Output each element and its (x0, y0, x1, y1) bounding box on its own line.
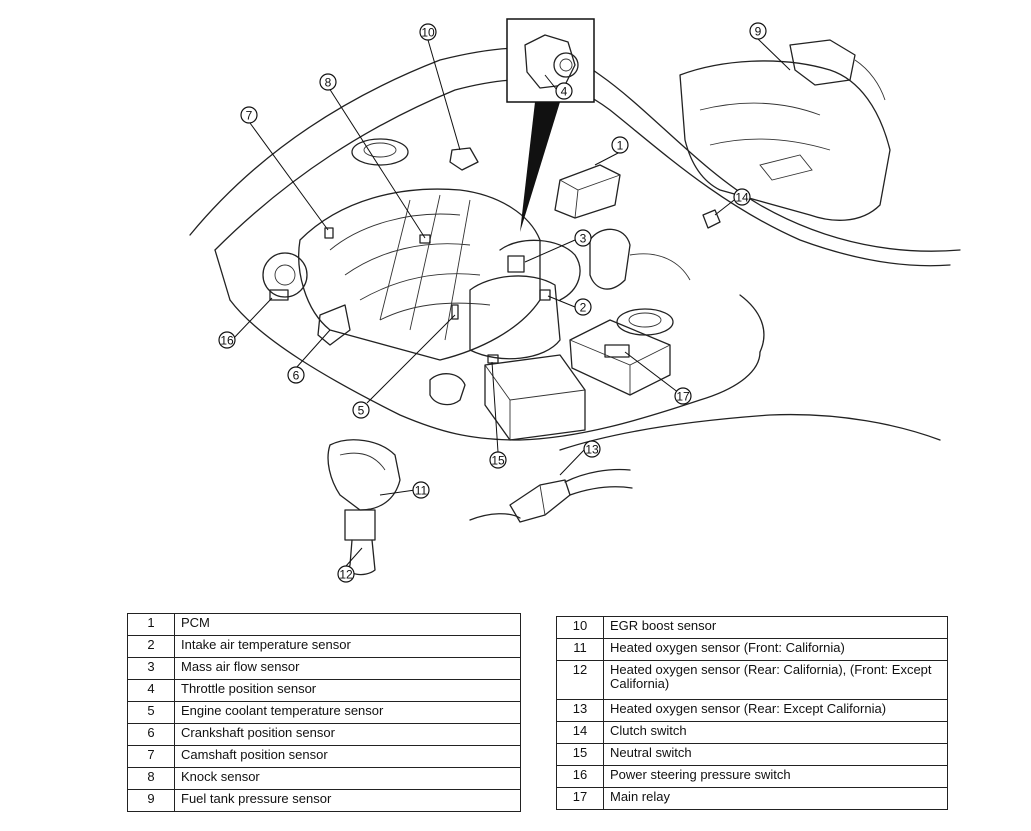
callout-6: 6 (287, 366, 305, 384)
legend-number: 13 (556, 699, 604, 722)
legend-number: 15 (556, 743, 604, 766)
legend-label: Clutch switch (603, 721, 948, 744)
callout-12: 12 (337, 565, 355, 583)
callout-10: 10 (419, 23, 437, 41)
legend-label: Knock sensor (174, 767, 521, 790)
legend-label: Intake air temperature sensor (174, 635, 521, 658)
legend-label: Heated oxygen sensor (Rear: Except Calif… (603, 699, 948, 722)
engine-bay-drawing (189, 47, 961, 451)
callout-16: 16 (218, 331, 236, 349)
svg-text:9: 9 (755, 25, 762, 39)
throttle-body-inset (506, 18, 595, 232)
svg-text:2: 2 (580, 301, 587, 315)
svg-text:5: 5 (358, 404, 365, 418)
legend-number: 7 (127, 745, 175, 768)
legend-label: Mass air flow sensor (174, 657, 521, 680)
svg-text:1: 1 (617, 139, 624, 153)
leader-lines (231, 38, 791, 567)
legend-label: Power steering pressure switch (603, 765, 948, 788)
callout-9: 9 (749, 22, 767, 40)
legend-label: Engine coolant temperature sensor (174, 701, 521, 724)
callout-11: 11 (412, 481, 430, 499)
front-catalyst-drawing (327, 439, 401, 576)
svg-text:12: 12 (339, 568, 353, 582)
legend-number: 12 (556, 660, 604, 700)
legend-label: Heated oxygen sensor (Front: California) (603, 638, 948, 661)
svg-text:3: 3 (580, 232, 587, 246)
callout-3: 3 (574, 229, 592, 247)
legend-number: 17 (556, 787, 604, 810)
legend-label: Neutral switch (603, 743, 948, 766)
callout-17: 17 (674, 387, 692, 405)
legend-label: Throttle position sensor (174, 679, 521, 702)
svg-text:15: 15 (491, 454, 505, 468)
svg-text:8: 8 (325, 76, 332, 90)
legend-number: 14 (556, 721, 604, 744)
callout-2: 2 (574, 298, 592, 316)
svg-text:13: 13 (585, 443, 599, 457)
legend-number: 6 (127, 723, 175, 746)
fuel-tank-drawing (679, 39, 891, 221)
svg-text:7: 7 (246, 109, 253, 123)
legend-label: Main relay (603, 787, 948, 810)
legend-label: Fuel tank pressure sensor (174, 789, 521, 812)
svg-text:17: 17 (676, 390, 690, 404)
callout-8: 8 (319, 73, 337, 91)
legend-label: Crankshaft position sensor (174, 723, 521, 746)
svg-text:14: 14 (735, 191, 749, 205)
callout-13: 13 (583, 440, 601, 458)
legend-number: 8 (127, 767, 175, 790)
svg-text:16: 16 (220, 334, 234, 348)
legend-number: 16 (556, 765, 604, 788)
callout-1: 1 (611, 136, 629, 154)
callout-4: 4 (555, 82, 573, 100)
svg-text:4: 4 (561, 85, 568, 99)
legend-number: 11 (556, 638, 604, 661)
legend-label: Heated oxygen sensor (Rear: California),… (603, 660, 948, 700)
legend-label: Camshaft position sensor (174, 745, 521, 768)
legend-number: 5 (127, 701, 175, 724)
legend-label: EGR boost sensor (603, 616, 948, 639)
legend-number: 1 (127, 613, 175, 636)
legend-number: 2 (127, 635, 175, 658)
svg-text:6: 6 (293, 369, 300, 383)
rear-catalyst-drawing (469, 468, 633, 523)
legend-number: 9 (127, 789, 175, 812)
callout-5: 5 (352, 401, 370, 419)
legend-label: PCM (174, 613, 521, 636)
legend-number: 10 (556, 616, 604, 639)
callout-15: 15 (489, 451, 507, 469)
svg-text:10: 10 (421, 26, 435, 40)
svg-text:11: 11 (415, 484, 428, 498)
legend-number: 3 (127, 657, 175, 680)
callout-14: 14 (733, 188, 751, 206)
callout-7: 7 (240, 106, 258, 124)
legend-number: 4 (127, 679, 175, 702)
